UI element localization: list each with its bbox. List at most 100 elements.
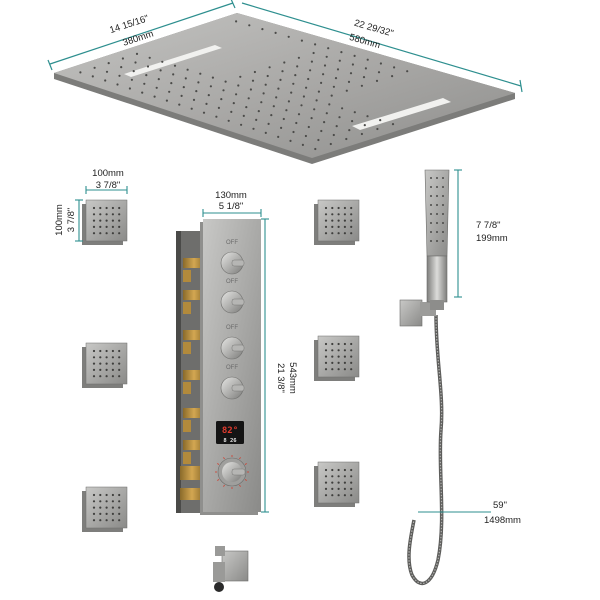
thermostat-tick — [244, 463, 247, 465]
body-jet-nozzle — [337, 361, 340, 364]
thermostat-tick — [223, 457, 225, 460]
temperature-display — [216, 421, 244, 444]
body-jet-nozzle — [92, 349, 96, 353]
diverter-knob: OFF — [220, 365, 245, 400]
ceiling-nozzle — [379, 119, 382, 122]
hand-shower-nozzle — [430, 222, 432, 224]
ceiling-nozzle — [314, 147, 317, 151]
body-jet-nozzle — [324, 206, 328, 210]
body-jet-nozzle — [118, 493, 121, 497]
body-jet-nozzle — [337, 232, 340, 235]
body-jet-nozzle — [331, 225, 334, 228]
body-jet-nozzle — [324, 468, 328, 472]
body-jet-nozzle — [324, 213, 328, 216]
hand-shower-nozzle — [430, 186, 432, 188]
ceiling-nozzle — [335, 125, 338, 128]
body-jet-nozzle — [343, 219, 346, 222]
body-jet-nozzle — [331, 213, 334, 216]
body-jet-nozzle — [343, 349, 346, 352]
hose-in-label: 59" — [493, 500, 507, 511]
ceiling-nozzle — [363, 124, 366, 127]
body-jet — [82, 342, 128, 388]
body-jet-nozzle — [99, 362, 102, 365]
ceiling-nozzle — [199, 72, 202, 75]
body-jet — [82, 486, 128, 532]
body-jet-nozzle — [350, 361, 353, 364]
thermostat-lever — [231, 468, 246, 476]
hand-shower-nozzle — [430, 204, 432, 206]
brass-port — [183, 370, 205, 380]
body-jet-nozzle — [337, 494, 340, 497]
ceiling-nozzle — [240, 123, 243, 126]
body-jet-nozzle — [350, 342, 353, 346]
ceiling-width-tick — [230, 0, 236, 9]
hand-shower-nozzle — [430, 240, 432, 242]
body-jet-nozzle — [99, 206, 102, 210]
body-jet-nozzle — [331, 355, 334, 358]
body-jet — [314, 199, 360, 245]
body-jet-nozzle — [111, 368, 114, 371]
body-jet-nozzle — [111, 500, 114, 503]
hand-shower-holder — [399, 299, 423, 327]
hand-shower-nozzle — [430, 195, 432, 197]
body-jet-nozzle — [111, 206, 114, 210]
body-jet-nozzle — [99, 500, 102, 503]
ceiling-nozzle — [320, 129, 323, 133]
body-jet-nozzle — [92, 232, 96, 235]
body-jet-nozzle — [111, 362, 114, 365]
knob-lever — [231, 384, 245, 392]
brass-body — [180, 258, 205, 500]
body-jets — [82, 199, 360, 532]
body-jet-nozzle — [324, 355, 328, 358]
brass-fitting — [183, 420, 191, 432]
body-jet-nozzle — [105, 349, 108, 353]
ceiling-nozzle — [376, 127, 379, 131]
knob-off-label: OFF — [226, 365, 238, 371]
body-jet-nozzle — [331, 494, 334, 497]
ceiling-nozzle — [235, 20, 238, 23]
ceiling-nozzle — [264, 131, 267, 134]
body-jet-nozzle — [118, 349, 121, 353]
ceiling-nozzle — [353, 111, 356, 114]
ceiling-nozzle — [235, 93, 238, 96]
body-jet-nozzle — [99, 375, 102, 378]
body-jet-nozzle — [118, 225, 121, 228]
hand-shower-connector — [430, 300, 444, 310]
ceiling-nozzle — [205, 102, 208, 105]
ceiling-nozzle — [336, 68, 340, 71]
ceiling-nozzle — [345, 137, 348, 141]
body-jet-nozzle — [324, 232, 328, 235]
body-jet-nozzle — [331, 481, 334, 484]
ceiling-nozzle — [340, 51, 343, 54]
body-jet-nozzle — [92, 213, 96, 216]
ceiling-nozzle — [327, 47, 330, 50]
body-jet-nozzle — [111, 349, 114, 353]
ceiling-nozzle — [268, 66, 271, 69]
ceiling-nozzle — [224, 80, 227, 83]
body-jet-nozzle — [111, 213, 114, 216]
ceiling-nozzle — [290, 91, 293, 94]
body-jet-nozzle — [118, 232, 121, 235]
hand-shower-nozzle — [436, 222, 438, 224]
ceiling-nozzle — [121, 57, 124, 60]
ceiling-nozzle — [304, 134, 307, 138]
ceiling-nozzle — [282, 117, 285, 121]
ceiling-nozzle — [202, 111, 206, 114]
ceiling-nozzle — [118, 74, 121, 77]
body-jet-nozzle — [118, 506, 121, 509]
brass-port — [183, 440, 205, 450]
body-jet-nozzle — [343, 225, 346, 228]
body-jet-nozzle — [343, 481, 346, 484]
ceiling-nozzle — [393, 66, 396, 69]
ceiling-nozzle — [325, 112, 328, 115]
ceiling-nozzle — [120, 66, 123, 69]
ceiling-nozzle — [347, 80, 351, 83]
body-jet-nozzle — [350, 481, 353, 484]
body-jet-nozzle — [331, 232, 334, 235]
body-jet-nozzle — [118, 219, 121, 222]
body-jet-nozzle — [92, 225, 96, 228]
knob-off-label: OFF — [226, 240, 238, 246]
ceiling-nozzle — [307, 125, 310, 129]
jet-height-in-label: 3 7/8" — [66, 208, 77, 233]
